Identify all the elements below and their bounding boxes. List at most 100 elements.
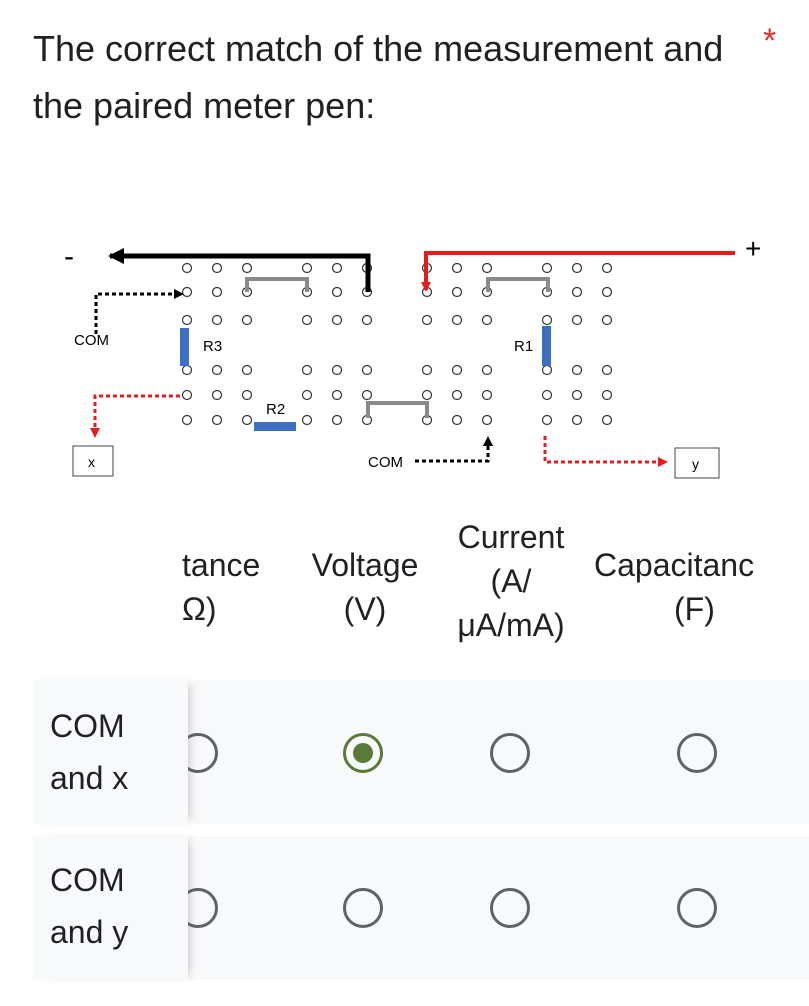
row-label-com-y: COM and y	[50, 862, 129, 950]
breadboard-hole	[241, 364, 253, 376]
jumper-top-right	[486, 277, 550, 292]
breadboard-hole	[541, 364, 553, 376]
breadboard-hole	[211, 314, 223, 326]
y-probe-wire	[543, 436, 668, 467]
breadboard-hole	[211, 364, 223, 376]
com-bottom-label: COM	[368, 454, 403, 471]
breadboard-hole	[331, 364, 343, 376]
breadboard-hole	[331, 414, 343, 426]
breadboard-hole	[571, 262, 583, 274]
row-label-cell: COM and y	[33, 836, 188, 980]
breadboard-hole	[241, 389, 253, 401]
radio-com-x-capacitance[interactable]	[677, 733, 717, 773]
radio-com-x-current[interactable]	[490, 733, 530, 773]
breadboard-hole	[541, 389, 553, 401]
breadboard-hole	[421, 389, 433, 401]
breadboard-hole	[361, 389, 373, 401]
breadboard-hole	[481, 389, 493, 401]
breadboard-hole	[301, 389, 313, 401]
breadboard-hole	[481, 314, 493, 326]
r1-label: R1	[514, 338, 533, 355]
breadboard-hole	[481, 414, 493, 426]
radio-com-y-capacitance[interactable]	[677, 888, 717, 928]
breadboard-hole	[301, 262, 313, 274]
breadboard-hole	[571, 389, 583, 401]
breadboard-hole	[571, 364, 583, 376]
breadboard-hole	[451, 314, 463, 326]
breadboard-hole	[181, 414, 193, 426]
breadboard-hole	[601, 286, 613, 298]
breadboard-hole	[451, 262, 463, 274]
com-left-label: COM	[74, 332, 109, 349]
breadboard-hole	[241, 262, 253, 274]
breadboard-hole	[181, 314, 193, 326]
radio-com-x-voltage[interactable]	[343, 733, 383, 773]
breadboard-diagram: - + COM x y COM R3 R1 R2	[64, 233, 761, 479]
breadboard-hole	[301, 314, 313, 326]
breadboard-hole	[211, 286, 223, 298]
radio-com-y-current[interactable]	[490, 888, 530, 928]
breadboard-hole	[541, 262, 553, 274]
breadboard-hole	[241, 414, 253, 426]
breadboard-hole	[451, 414, 463, 426]
row-label-com-x: COM and x	[50, 708, 129, 796]
resistor-r2	[254, 422, 296, 431]
col-header-resistance: tance Ω)	[182, 547, 261, 627]
resistor-r1	[542, 326, 551, 366]
com-bottom-probe	[415, 436, 493, 463]
breadboard-hole	[601, 364, 613, 376]
jumper-middle	[366, 401, 429, 418]
col-header-current: Current (A/ μA/mA)	[457, 519, 565, 643]
breadboard-hole	[361, 314, 373, 326]
row-label-cell: COM and x	[33, 680, 188, 824]
breadboard-hole	[331, 314, 343, 326]
com-left-probe	[94, 289, 184, 334]
breadboard-hole	[481, 262, 493, 274]
x-box	[72, 445, 114, 477]
breadboard-hole	[571, 286, 583, 298]
breadboard-hole	[361, 364, 373, 376]
breadboard-hole	[181, 286, 193, 298]
breadboard-hole	[451, 364, 463, 376]
breadboard-hole	[601, 262, 613, 274]
breadboard-hole	[181, 364, 193, 376]
x-label: x	[88, 454, 95, 470]
breadboard-hole	[211, 414, 223, 426]
minus-label: -	[64, 240, 74, 273]
jumper-top-left	[245, 277, 309, 292]
breadboard-hole	[211, 262, 223, 274]
r2-label: R2	[266, 401, 285, 418]
radio-com-x-resistance[interactable]	[188, 733, 218, 773]
required-mark: *	[763, 22, 777, 60]
radio-com-y-resistance[interactable]	[188, 888, 218, 928]
breadboard-hole	[601, 314, 613, 326]
radio-com-y-voltage[interactable]	[343, 888, 383, 928]
breadboard-hole	[541, 314, 553, 326]
breadboard-hole	[301, 364, 313, 376]
question-title: The correct match of the measurement and…	[33, 28, 724, 126]
breadboard-hole	[331, 286, 343, 298]
black-lead-wire	[108, 248, 371, 292]
breadboard-hole	[571, 314, 583, 326]
x-probe-wire	[90, 394, 180, 438]
breadboard-hole	[571, 414, 583, 426]
breadboard-hole	[421, 314, 433, 326]
breadboard-hole	[421, 364, 433, 376]
breadboard-hole	[181, 262, 193, 274]
y-box	[674, 447, 720, 479]
breadboard-hole	[301, 414, 313, 426]
breadboard-hole	[541, 414, 553, 426]
breadboard-hole	[241, 314, 253, 326]
breadboard-hole	[181, 389, 193, 401]
red-lead-wire	[421, 251, 735, 292]
breadboard-hole	[451, 286, 463, 298]
breadboard-hole	[601, 389, 613, 401]
plus-label: +	[745, 233, 761, 264]
breadboard-hole	[481, 364, 493, 376]
breadboard-holes	[181, 262, 613, 426]
col-header-voltage: Voltage (V)	[311, 547, 419, 627]
breadboard-hole	[331, 389, 343, 401]
r3-label: R3	[203, 338, 222, 355]
breadboard-hole	[451, 389, 463, 401]
breadboard-hole	[211, 389, 223, 401]
